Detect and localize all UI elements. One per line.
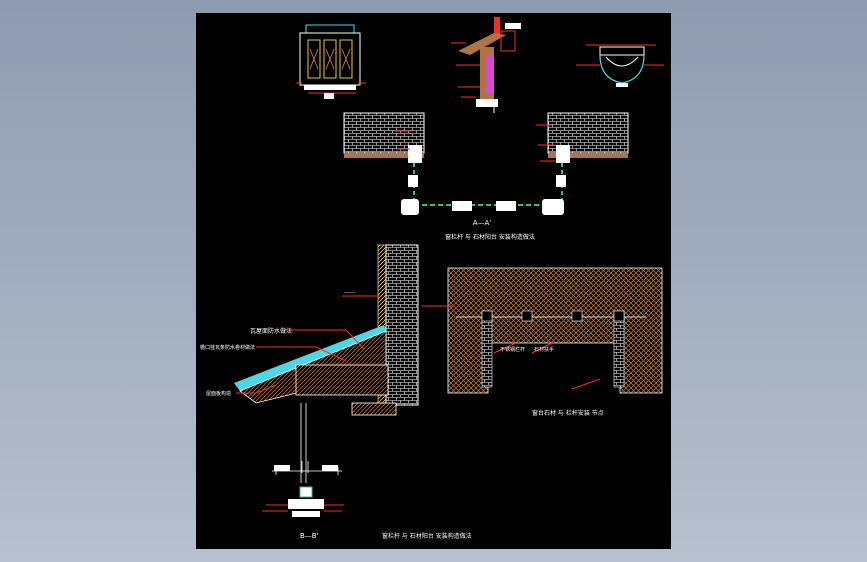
top-right-plan-detail [576,44,664,87]
roof-note-3: 屋面板构造 [206,390,231,397]
section-a-label: A—A' [473,219,492,227]
drawing-canvas: A—A' 窗栏杆 与 石材阳台 安装构造做法 ——— 瓦屋面防水做法 檐口挂瓦条… [200,17,664,540]
foundation-detail: B—B' 窗栏杆 与 石材阳台 安装构造做法 [262,461,472,540]
top-left-elevation-detail [296,24,366,99]
section-b-label: B—B' [300,532,319,540]
caption-bottom: 窗栏杆 与 石材阳台 安装构造做法 [382,532,472,540]
eave-note-top-marker: ——— [344,290,356,295]
middle-plan-detail: A—A' 窗栏杆 与 石材阳台 安装构造做法 [343,112,629,241]
caption-right: 窗台石材 与 栏杆安装 节点 [532,409,604,417]
niche-detail: 不锈钢栏杆 石材扶手 窗台石材 与 栏杆安装 节点 [422,267,663,417]
eave-section-detail: ——— 瓦屋面防水做法 檐口挂瓦条防水卷材做法 屋面板构造 [200,244,419,483]
roof-note-2: 檐口挂瓦条防水卷材做法 [200,344,255,351]
top-middle-section-detail [451,17,521,113]
roof-note-1: 瓦屋面防水做法 [250,327,292,335]
drawing-sheet[interactable]: A—A' 窗栏杆 与 石材阳台 安装构造做法 ——— 瓦屋面防水做法 檐口挂瓦条… [196,13,671,549]
caption-top: 窗栏杆 与 石材阳台 安装构造做法 [445,233,535,241]
detail-note-1: 不锈钢栏杆 [500,346,525,353]
detail-note-2: 石材扶手 [534,346,554,353]
